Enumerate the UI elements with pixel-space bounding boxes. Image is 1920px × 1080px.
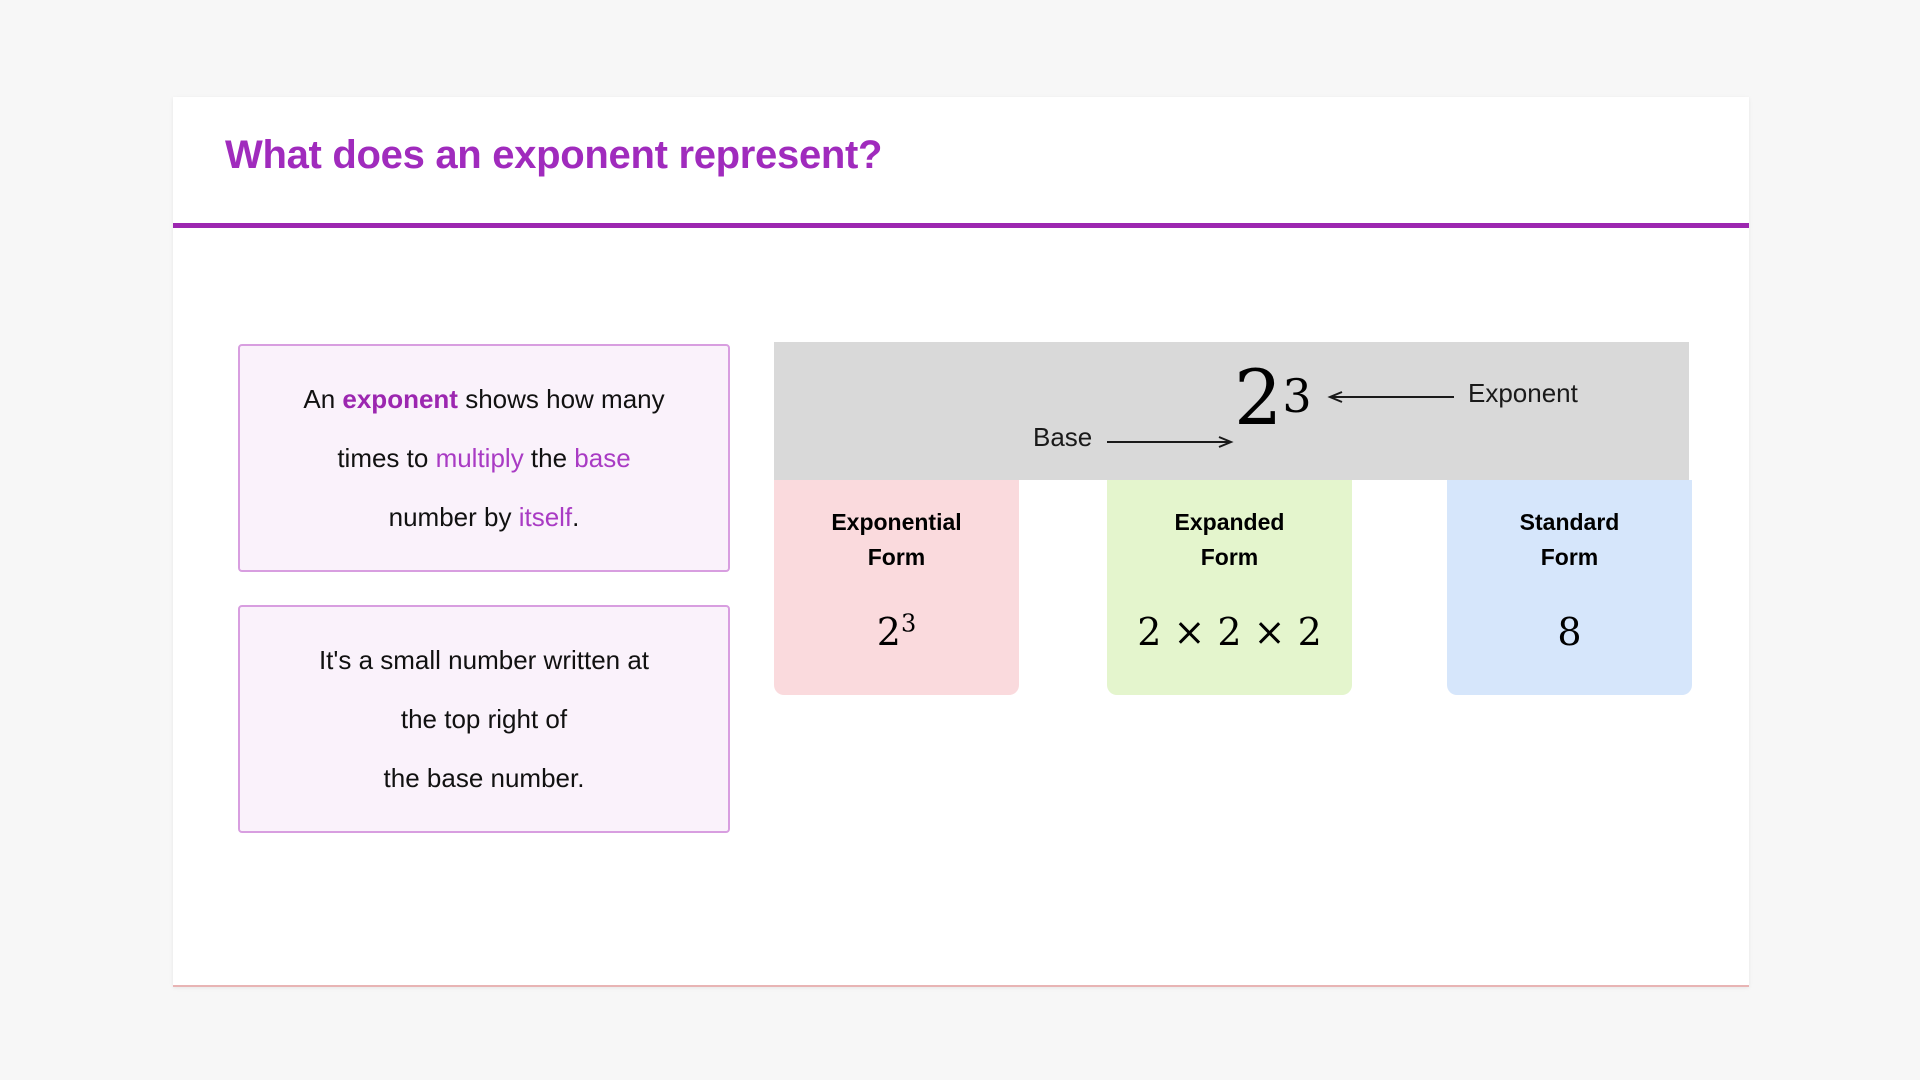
- form-card-title: Standard Form: [1519, 509, 1620, 570]
- form-card-value: 2 × 2 × 2: [1137, 610, 1322, 654]
- keyword-itself: itself: [518, 501, 573, 532]
- page-title: What does an exponent represent?: [225, 133, 883, 177]
- text-segment: shows how many: [457, 383, 665, 414]
- keyword-base: base: [574, 442, 631, 473]
- slide-card: What does an exponent represent? An expo…: [173, 97, 1749, 987]
- value-superscript: 3: [900, 609, 917, 638]
- text-segment: number by: [388, 501, 519, 532]
- form-card-exponential: Exponential Form 23: [774, 480, 1019, 695]
- text-segment: times to: [337, 442, 436, 473]
- form-card-standard: Standard Form 8: [1447, 480, 1692, 695]
- text-segment: .: [572, 501, 580, 532]
- exponent-label: Exponent: [1468, 378, 1578, 408]
- form-card-value: 8: [1557, 610, 1582, 654]
- keyword-multiply: multiply: [435, 442, 524, 473]
- value-base: 2: [876, 610, 901, 654]
- title-divider: [173, 223, 1749, 228]
- info-card-line: the base number.: [383, 762, 585, 793]
- form-card-expanded: Expanded Form 2 × 2 × 2: [1107, 480, 1352, 695]
- text-segment: An: [303, 383, 343, 414]
- power-exponent: 3: [1282, 368, 1312, 423]
- info-card-line: number by itself.: [389, 488, 580, 547]
- base-label: Base: [1033, 422, 1093, 452]
- exponent-arrow-icon: [1327, 391, 1454, 403]
- form-card-value: 23: [876, 610, 916, 654]
- info-card-line: It's a small number written at: [318, 644, 650, 675]
- info-card-definition: An exponent shows how many times to mult…: [238, 344, 730, 572]
- form-card-title: Exponential Form: [831, 509, 962, 570]
- keyword-exponent: exponent: [342, 383, 458, 414]
- info-card-line: An exponent shows how many: [303, 370, 664, 429]
- slide-header: What does an exponent represent?: [173, 97, 1749, 223]
- power-base: 2: [1234, 353, 1283, 442]
- bottom-divider: [173, 985, 1749, 987]
- text-segment: the: [523, 442, 575, 473]
- power-expression: 23: [1234, 360, 1312, 436]
- base-arrow-icon: [1107, 436, 1234, 448]
- form-card-title: Expanded Form: [1174, 509, 1285, 570]
- exponent-diagram: Base 23 Exponent Exponential Form 23 Exp…: [774, 342, 1692, 695]
- diagram-banner: [774, 342, 1689, 480]
- info-card-line: times to multiply the base: [337, 429, 630, 488]
- info-card-line: the top right of: [400, 703, 568, 734]
- info-card-placement: It's a small number written at the top r…: [238, 605, 730, 833]
